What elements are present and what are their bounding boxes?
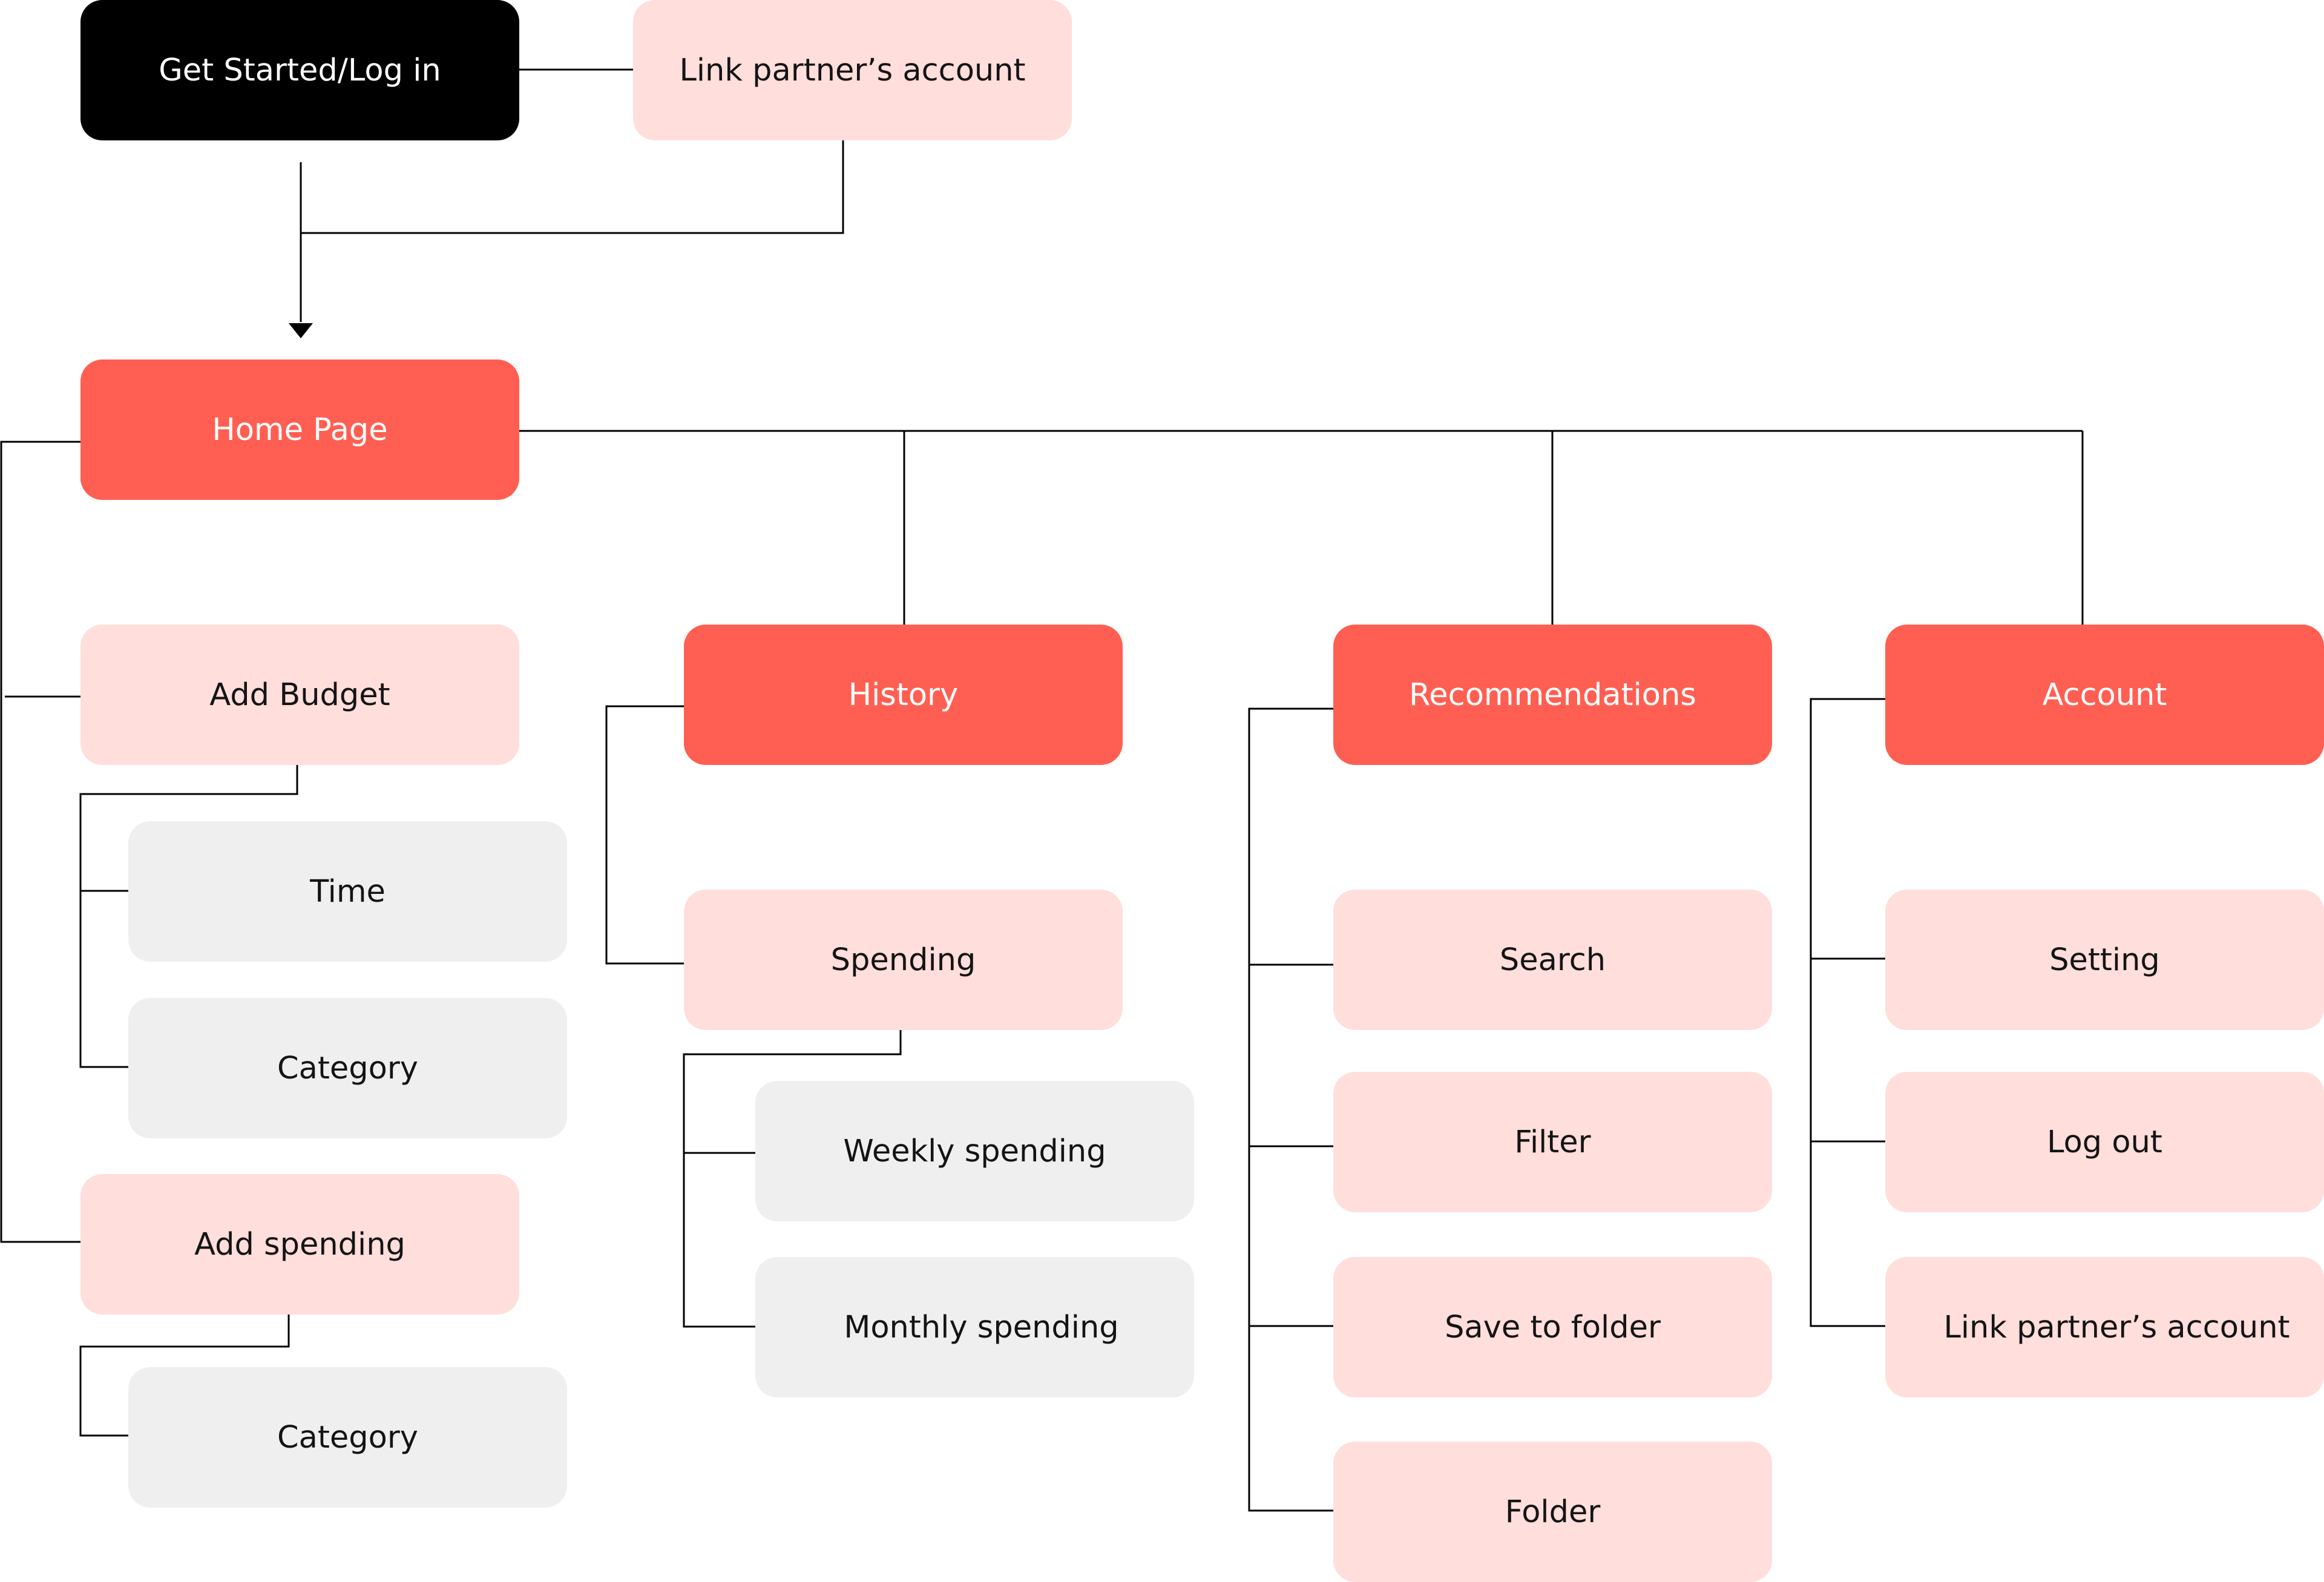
spending-label: Spending [830, 942, 976, 978]
connector-history-spine [605, 705, 711, 965]
link-partner-top-node[interactable]: Link partner’s account [633, 0, 1072, 140]
filter-node[interactable]: Filter [1333, 1072, 1772, 1212]
save-to-folder-label: Save to folder [1445, 1309, 1661, 1345]
folder-node[interactable]: Folder [1333, 1442, 1772, 1582]
spending-node[interactable]: Spending [684, 890, 1123, 1030]
filter-label: Filter [1514, 1124, 1591, 1160]
search-label: Search [1499, 942, 1606, 978]
connector-spending-spine [683, 1014, 902, 1328]
monthly-spending-label: Monthly spending [844, 1309, 1119, 1345]
weekly-spending-label: Weekly spending [843, 1133, 1106, 1169]
folder-label: Folder [1505, 1494, 1601, 1530]
history-node[interactable]: History [684, 625, 1123, 765]
connector-budget-spine [79, 757, 298, 1068]
spending-category-node[interactable]: Category [128, 1367, 567, 1508]
connector-home-left-spine [0, 441, 105, 1243]
recommendations-label: Recommendations [1409, 677, 1696, 713]
link-partner-account-label: Link partner’s account [1943, 1309, 2290, 1345]
get-started-label: Get Started/Log in [159, 52, 441, 88]
budget-category-label: Category [277, 1050, 418, 1086]
budget-category-node[interactable]: Category [128, 998, 567, 1138]
budget-time-label: Time [310, 873, 386, 910]
monthly-spending-node[interactable]: Monthly spending [755, 1257, 1194, 1397]
budget-time-node[interactable]: Time [128, 821, 567, 962]
history-label: History [848, 677, 959, 713]
add-budget-label: Add Budget [209, 677, 390, 713]
link-partner-account-node[interactable]: Link partner’s account [1885, 1257, 2324, 1397]
connector-link-to-home [301, 126, 844, 234]
connector-add-spending-spine [79, 1313, 290, 1437]
home-page-node[interactable]: Home Page [80, 359, 519, 500]
save-to-folder-node[interactable]: Save to folder [1333, 1257, 1772, 1397]
home-page-label: Home Page [212, 412, 388, 448]
account-label: Account [2042, 677, 2167, 713]
log-out-node[interactable]: Log out [1885, 1072, 2324, 1212]
add-spending-node[interactable]: Add spending [80, 1174, 519, 1315]
account-node[interactable]: Account [1885, 625, 2324, 765]
connector-account-spine [1810, 698, 1914, 1327]
connector-recommendations-spine [1248, 707, 1354, 1512]
spending-category-label: Category [277, 1419, 418, 1456]
add-spending-label: Add spending [194, 1226, 405, 1262]
link-partner-top-label: Link partner’s account [679, 52, 1026, 88]
search-node[interactable]: Search [1333, 890, 1772, 1030]
setting-label: Setting [2049, 942, 2160, 978]
get-started-node[interactable]: Get Started/Log in [80, 0, 519, 140]
add-budget-node[interactable]: Add Budget [80, 625, 519, 765]
recommendations-node[interactable]: Recommendations [1333, 625, 1772, 765]
arrowhead-home [289, 323, 313, 338]
log-out-label: Log out [2047, 1124, 2162, 1160]
weekly-spending-node[interactable]: Weekly spending [755, 1081, 1194, 1221]
setting-node[interactable]: Setting [1885, 890, 2324, 1030]
